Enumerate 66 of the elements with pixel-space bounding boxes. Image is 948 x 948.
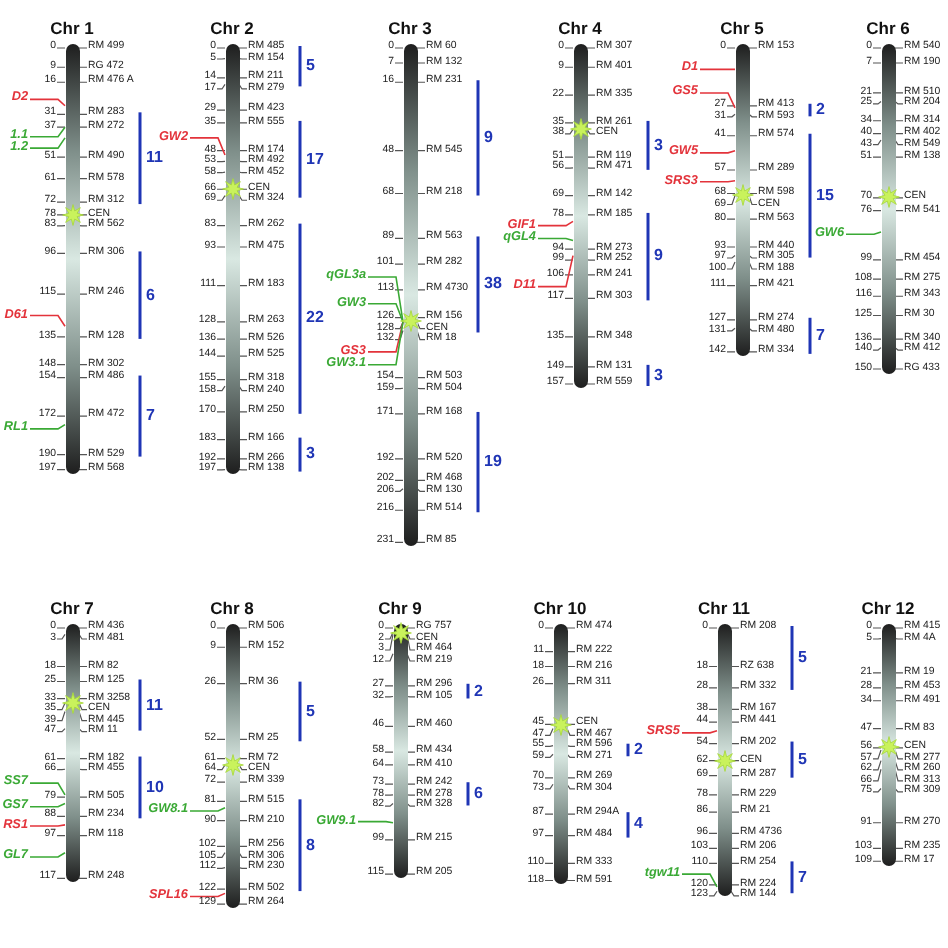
leader-line: [29, 423, 66, 430]
chromosome-title: Chr 2: [210, 20, 254, 38]
interval-count: 38: [484, 276, 502, 293]
leader-line: [699, 68, 736, 71]
leader-line: [29, 314, 66, 327]
interval-count: 22: [306, 310, 324, 327]
interval-count: 17: [306, 151, 324, 168]
interval-count: 8: [306, 837, 315, 854]
interval-count: 7: [798, 869, 807, 886]
leader-line: [367, 302, 404, 323]
chromosome-title: Chr 12: [861, 600, 915, 618]
leader-line: [357, 820, 394, 824]
leader-line: [29, 802, 66, 808]
interval-count: 11: [146, 150, 163, 167]
chromosome-title: Chr 10: [533, 600, 587, 618]
leader-line: [681, 873, 718, 888]
interval-count: 5: [798, 751, 807, 768]
chromosome-title: Chr 9: [378, 600, 422, 618]
interval-count: 2: [474, 683, 483, 700]
chromosome-title: Chr 1: [50, 20, 94, 38]
leader-line: [29, 137, 66, 149]
leader-line: [367, 321, 404, 353]
leader-line: [681, 729, 718, 734]
interval-count: 3: [306, 446, 315, 463]
interval-count: 6: [146, 287, 155, 304]
interval-count: 11: [146, 697, 163, 714]
leader-line: [189, 137, 226, 156]
interval-count: 3: [654, 137, 663, 154]
chromosome-title: Chr 11: [698, 600, 750, 618]
interval-count: 5: [306, 58, 315, 75]
chromosome-title: Chr 7: [50, 600, 94, 618]
interval-count: 7: [146, 408, 155, 425]
leader-line: [699, 179, 736, 183]
interval-count: 9: [654, 248, 663, 265]
leader-line: [29, 126, 66, 138]
interval-count: 6: [474, 785, 483, 802]
leader-line: [845, 231, 882, 235]
leader-line: [29, 98, 66, 107]
interval-count: 10: [146, 779, 164, 796]
leader-line: [367, 276, 404, 323]
leader-line: [537, 254, 574, 288]
chromosome-title: Chr 6: [866, 20, 910, 38]
interval-count: 4: [634, 816, 643, 833]
leader-line: [367, 321, 404, 366]
chromosome-title: Chr 3: [388, 20, 432, 38]
leader-line: [699, 149, 736, 154]
chromosome-title: Chr 8: [210, 600, 254, 618]
interval-count: 5: [306, 703, 315, 720]
leader-line: [29, 824, 66, 827]
leader-line: [699, 92, 736, 109]
chromosome-title: Chr 4: [558, 20, 602, 38]
interval-count: 3: [654, 367, 663, 384]
leader-line: [29, 782, 66, 796]
leader-line: [189, 892, 226, 898]
interval-count: 15: [816, 187, 834, 204]
interval-count: 2: [634, 741, 643, 758]
interval-count: 7: [816, 327, 825, 344]
interval-count: 2: [816, 102, 825, 119]
interval-count: 5: [798, 649, 807, 666]
interval-count: 9: [484, 129, 493, 146]
interval-count: 19: [484, 454, 502, 471]
leader-line: [29, 851, 66, 858]
leader-line: [189, 806, 226, 812]
leader-line: [537, 220, 574, 227]
leader-line: [537, 237, 574, 242]
chromosome-title: Chr 5: [720, 20, 764, 38]
